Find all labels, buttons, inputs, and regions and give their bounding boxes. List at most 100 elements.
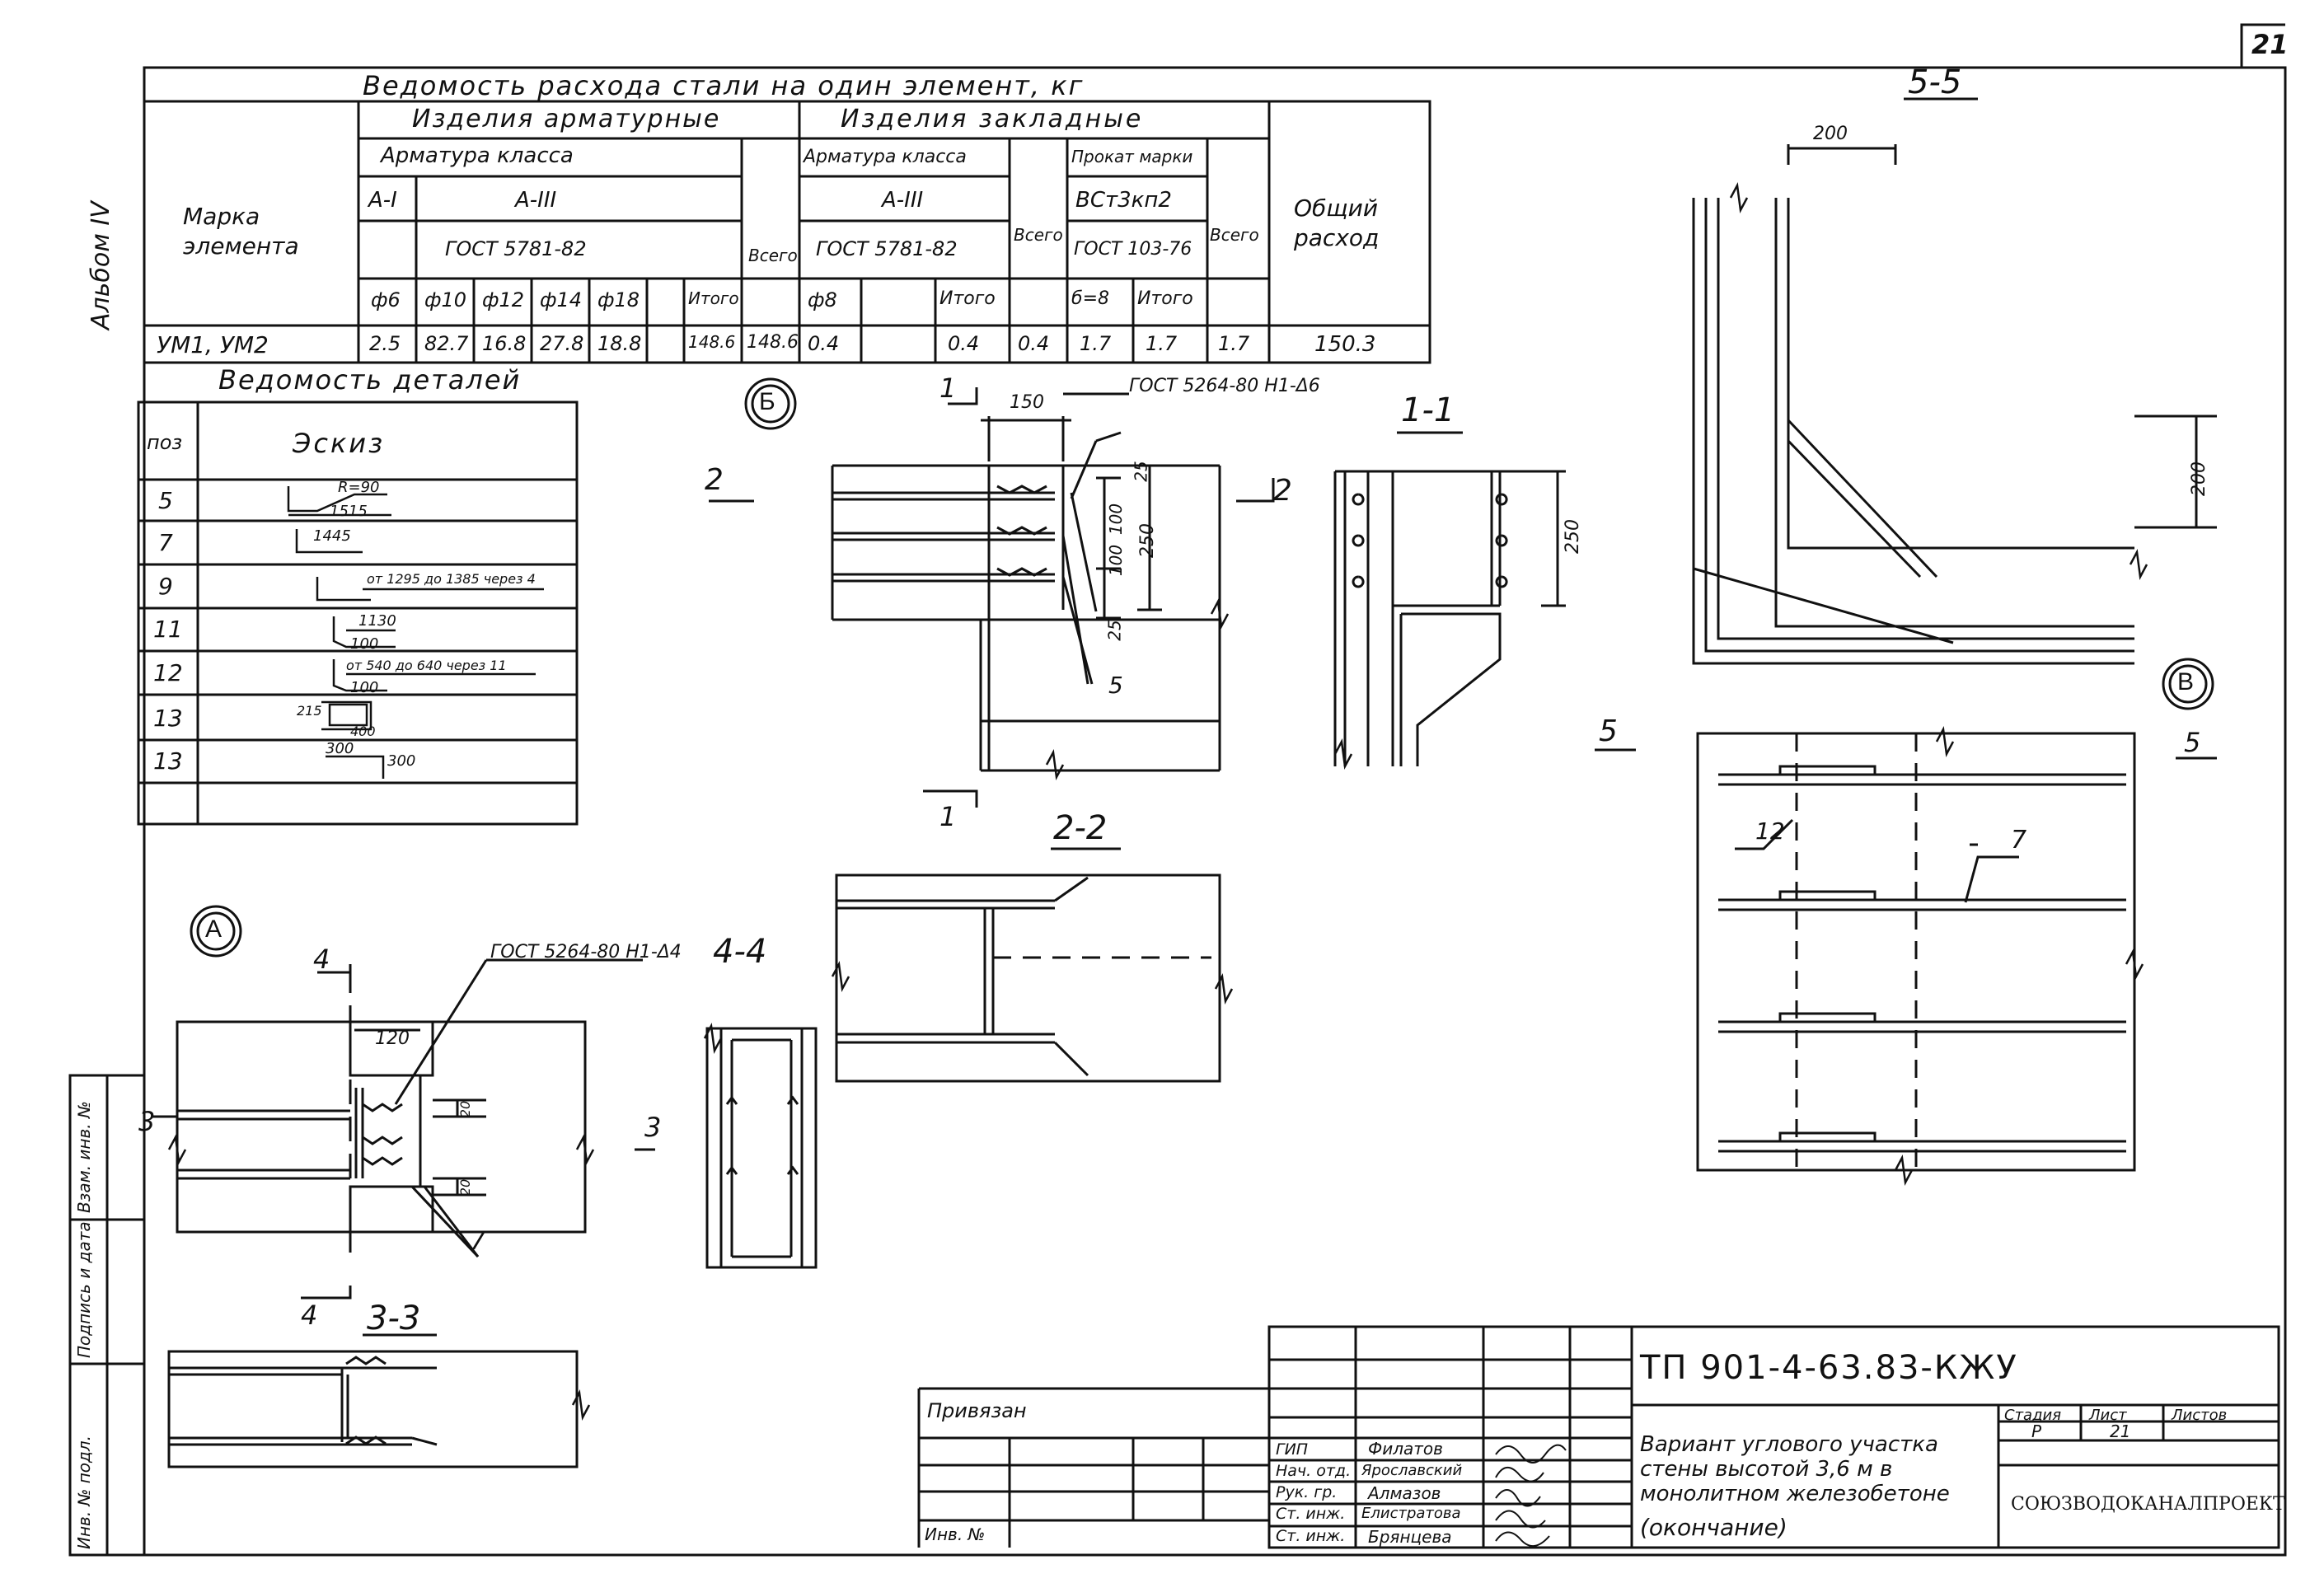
armature-group-header: Изделия арматурные	[412, 105, 721, 133]
role: Нач. отд.	[1276, 1462, 1352, 1480]
cut-mark-4: 4	[313, 944, 330, 975]
detail-note: от 540 до 640 через 11	[346, 658, 507, 673]
details-table-title: Ведомость деталей	[218, 364, 522, 396]
detail-dim: 1445	[313, 527, 351, 545]
col-header: Итого	[688, 288, 739, 308]
org-name: СОЮЗВОДОКАНАЛПРОЕКТ	[2011, 1494, 2285, 1515]
pos-label-12: 12	[1755, 817, 1785, 845]
dim-100b: 100	[1106, 544, 1127, 577]
detail-pos: 13	[153, 705, 183, 732]
details-sketch-header: Эскиз	[293, 428, 386, 459]
profile-header: Прокат марки	[1071, 147, 1193, 166]
total-label-1: Всего	[748, 246, 798, 265]
col-header: ф10	[424, 288, 467, 311]
sheets-label: Листов	[2172, 1407, 2228, 1424]
pos-label-5: 5	[1108, 672, 1123, 699]
details-pos-header: поз	[147, 431, 183, 454]
detail-pos: 11	[153, 616, 183, 643]
detail-pos: 9	[158, 573, 173, 600]
cut-mark-2b: 2	[1273, 474, 1292, 508]
row-value: 82.7	[424, 332, 469, 355]
role: Рук. гр.	[1276, 1483, 1338, 1501]
callout-v: В	[2177, 668, 2195, 695]
col-header: Итого	[939, 288, 996, 309]
class-a1: А-I	[368, 188, 397, 213]
embedded-group-header: Изделия закладные	[841, 105, 1144, 133]
steel-mark: ВСт3кп2	[1075, 188, 1172, 213]
armature-class-header: Арматура класса	[381, 143, 574, 168]
stage-value: Р	[2031, 1421, 2042, 1441]
detail-dim: 1515	[330, 503, 368, 520]
detail-pos: 7	[158, 529, 173, 556]
total-label-3: Всего	[1210, 225, 1259, 245]
person-name: Брянцева	[1368, 1527, 1452, 1547]
armature-class-header-2: Арматура класса	[804, 147, 967, 167]
privyazan-label: Привязан	[927, 1399, 1027, 1422]
row-value: 148.6	[688, 332, 736, 352]
dim-100a: 100	[1106, 503, 1127, 536]
detail-note: R=90	[338, 479, 380, 496]
total-label-2: Всего	[1014, 225, 1063, 245]
role: ГИП	[1276, 1440, 1309, 1459]
cut-mark-1: 1	[939, 372, 957, 404]
general-total-header: Общий расход	[1294, 194, 1380, 252]
dim-20b: 20	[457, 1178, 474, 1197]
person-name: Ярославский	[1361, 1462, 1463, 1479]
section-1-1-label: 1-1	[1401, 391, 1455, 429]
detail-dim: 300	[387, 752, 416, 770]
view-a-lines	[152, 905, 655, 1300]
dim-150: 150	[1010, 392, 1044, 413]
person-name: Алмазов	[1368, 1483, 1441, 1503]
pos-label-7b: 7	[2011, 826, 2027, 855]
cut-mark-4b: 4	[301, 1300, 318, 1331]
dim-200b: 200	[2189, 461, 2209, 496]
role: Ст. инж.	[1276, 1527, 1346, 1545]
dim-120: 120	[375, 1028, 410, 1049]
detail-pos: 12	[153, 659, 183, 686]
detail-dim: 215	[297, 703, 322, 719]
section-2-2-lines	[835, 847, 1221, 1083]
row-value: 0.4	[808, 332, 840, 355]
role: Ст. инж.	[1276, 1505, 1346, 1523]
callout-a: А	[205, 916, 223, 943]
mark-header: Марка элемента	[183, 203, 299, 260]
row-value: 2.5	[369, 332, 401, 355]
row-value: 0.4	[1018, 332, 1050, 355]
dim-250b: 250	[1563, 519, 1583, 554]
person-name: Елистратова	[1361, 1505, 1461, 1522]
sheet-number: 21	[2251, 29, 2289, 60]
stage-label: Стадия	[2004, 1407, 2062, 1424]
cut-mark-1b: 1	[939, 801, 957, 832]
view-v-lines	[1595, 658, 2217, 1172]
section-1-1-lines	[1333, 431, 1566, 766]
row-value: 150.3	[1314, 332, 1376, 357]
detail-pos: 5	[158, 487, 173, 514]
pos-label-7: 7	[470, 1227, 486, 1256]
row-value: 0.4	[948, 332, 980, 355]
details-table-grid	[137, 400, 579, 826]
stamp-podpis-data: Подпись и дата	[74, 1221, 94, 1358]
drawing-title-line: (окончание)	[1640, 1514, 1788, 1541]
cut-mark-5: 5	[1599, 714, 1618, 748]
cut-mark-3: 3	[138, 1106, 156, 1137]
class-a3: А-III	[515, 188, 557, 213]
section-4-4-label: 4-4	[713, 933, 767, 971]
inv-no-label: Инв. №	[925, 1524, 986, 1544]
detail-note: 400	[350, 724, 376, 739]
row-mark: УМ1, УМ2	[157, 331, 269, 358]
person-name: Филатов	[1368, 1439, 1443, 1459]
col-header: ф18	[597, 288, 640, 311]
callout-b: Б	[759, 388, 775, 415]
row-value: 18.8	[597, 332, 642, 355]
steel-table-title: Ведомость расхода стали на один элемент,…	[363, 70, 1085, 101]
section-5-5-label: 5-5	[1908, 63, 1962, 101]
dim-20a: 20	[457, 1100, 474, 1118]
row-value: 16.8	[482, 332, 527, 355]
album-label: Альбом IV	[87, 201, 115, 330]
dim-25b: 25	[1104, 620, 1125, 641]
stamp-vzam-inv: Взам. инв. №	[74, 1101, 94, 1213]
view-b-lines	[709, 377, 1275, 808]
row-value: 27.8	[540, 332, 584, 355]
col-header: ф12	[482, 288, 525, 311]
